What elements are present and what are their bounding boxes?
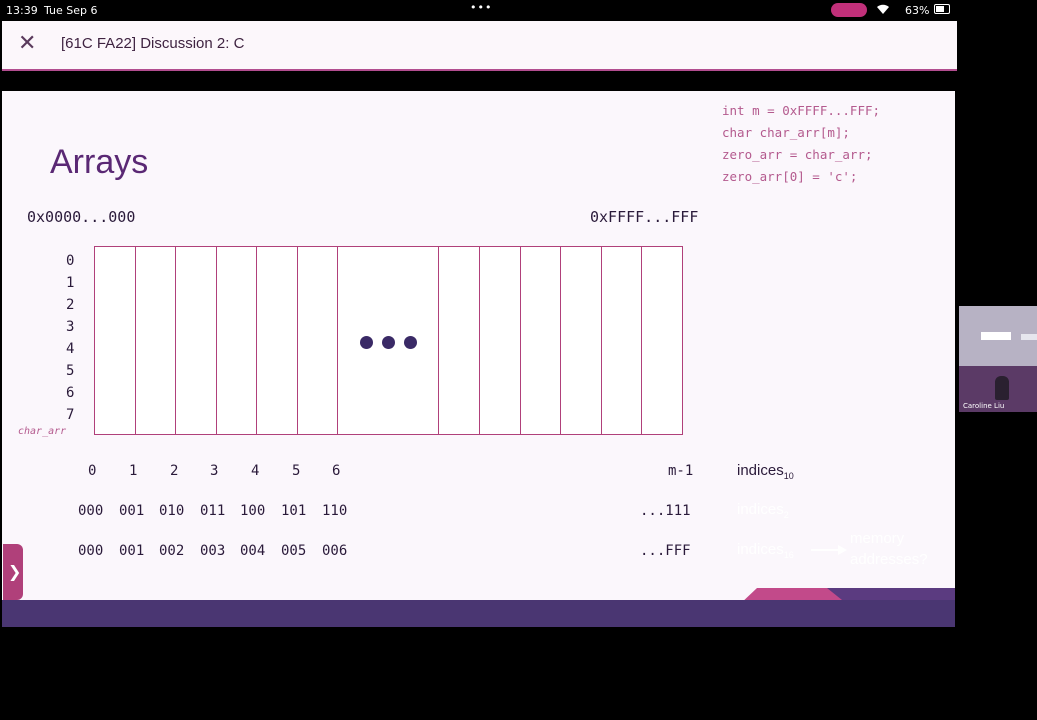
address-start: 0x0000...000 <box>27 208 136 226</box>
index-hex: 006 <box>322 543 348 559</box>
index-binary: 011 <box>200 503 226 519</box>
index-binary-last: ...111 <box>640 503 691 519</box>
ellipsis-dot <box>404 336 417 349</box>
indices-decimal-label: indices10 <box>737 462 794 481</box>
indices-binary-label: indices2 <box>737 501 789 520</box>
index-hex: 003 <box>200 543 226 559</box>
index-decimal: 3 <box>210 463 219 479</box>
base-subscript: 2 <box>783 510 789 520</box>
status-time: 13:39 <box>6 4 38 17</box>
slide-title: Arrays <box>50 143 149 181</box>
slide: Arrays int m = 0xFFFF...FFF; char char_a… <box>2 91 955 627</box>
index-hex: 001 <box>119 543 145 559</box>
index-hex: 002 <box>159 543 185 559</box>
cell-divider <box>520 247 522 434</box>
ceiling-light <box>981 332 1011 340</box>
index-hex: 005 <box>281 543 307 559</box>
ellipsis-dot <box>360 336 373 349</box>
indices-label-text: indices <box>737 462 784 479</box>
slide-footer-bar <box>2 600 955 627</box>
indices-hex-label: indices16 <box>737 541 794 560</box>
code-line: zero_arr = char_arr; <box>722 147 873 162</box>
bit-row-label: 7 <box>66 407 75 423</box>
address-end: 0xFFFF...FFF <box>590 208 699 226</box>
ceiling-light <box>1021 334 1037 340</box>
expand-sidebar-button[interactable]: ❯ <box>3 544 23 600</box>
bit-row-label: 0 <box>66 253 75 269</box>
index-decimal: 5 <box>292 463 301 479</box>
bit-row-label: 2 <box>66 297 75 313</box>
cell-divider <box>560 247 562 434</box>
index-decimal: 2 <box>170 463 179 479</box>
battery-percent: 63% <box>905 4 930 17</box>
participant-name: Caroline Liu <box>963 402 1005 410</box>
video-thumbnail[interactable]: Caroline Liu <box>959 306 1037 412</box>
participant-figure <box>995 376 1009 400</box>
cell-divider <box>175 247 177 434</box>
index-decimal-last: m-1 <box>668 463 694 479</box>
bit-row-label: 5 <box>66 363 75 379</box>
close-icon[interactable]: ✕ <box>18 31 37 56</box>
ellipsis-dot <box>382 336 395 349</box>
index-binary: 000 <box>78 503 104 519</box>
index-binary: 001 <box>119 503 145 519</box>
index-binary: 010 <box>159 503 185 519</box>
multitasking-dots[interactable]: ••• <box>470 1 493 14</box>
code-line: int m = 0xFFFF...FFF; <box>722 103 881 118</box>
cell-divider <box>641 247 643 434</box>
index-hex-last: ...FFF <box>640 543 691 559</box>
battery-icon <box>934 4 950 14</box>
index-decimal: 0 <box>88 463 97 479</box>
cell-divider <box>601 247 603 434</box>
index-decimal: 6 <box>332 463 341 479</box>
wifi-icon <box>876 3 890 18</box>
cell-divider <box>297 247 299 434</box>
memory-label-line2: addresses? <box>850 551 928 568</box>
index-hex: 004 <box>240 543 266 559</box>
cell-divider <box>337 247 339 434</box>
document-title: [61C FA22] Discussion 2: C <box>61 35 245 52</box>
recording-indicator <box>831 3 867 17</box>
cell-divider <box>135 247 137 434</box>
indices-label-text: indices <box>737 501 784 518</box>
code-line: char char_arr[m]; <box>722 125 850 140</box>
indices-label-text: indices <box>737 541 784 558</box>
code-line: zero_arr[0] = 'c'; <box>722 169 858 184</box>
base-subscript: 16 <box>783 550 794 560</box>
document-header: ✕ [61C FA22] Discussion 2: C <box>2 21 957 71</box>
index-binary: 101 <box>281 503 307 519</box>
memory-label-line1: memory <box>850 530 905 547</box>
base-subscript: 10 <box>783 471 794 481</box>
cell-divider <box>438 247 440 434</box>
bit-row-label: 4 <box>66 341 75 357</box>
status-date: Tue Sep 6 <box>44 4 98 17</box>
memory-array-grid <box>94 246 683 435</box>
index-binary: 100 <box>240 503 266 519</box>
bit-row-label: 1 <box>66 275 75 291</box>
array-name-label: char_arr <box>18 426 67 437</box>
bit-row-label: 3 <box>66 319 75 335</box>
status-bar: 13:39 Tue Sep 6 ••• 63% <box>0 0 1037 22</box>
index-decimal: 1 <box>129 463 138 479</box>
index-binary: 110 <box>322 503 348 519</box>
cell-divider <box>216 247 218 434</box>
cell-divider <box>479 247 481 434</box>
arrow-right-icon <box>811 545 847 555</box>
bit-row-label: 6 <box>66 385 75 401</box>
cell-divider <box>256 247 258 434</box>
index-hex: 000 <box>78 543 104 559</box>
index-decimal: 4 <box>251 463 260 479</box>
chevron-right-icon: ❯ <box>8 562 22 581</box>
